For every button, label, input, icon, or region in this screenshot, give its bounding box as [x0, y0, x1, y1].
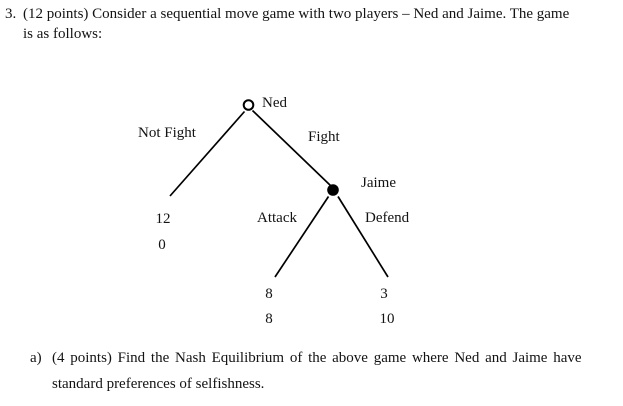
question-a-line2: standard preferences of selfishness. — [52, 376, 265, 392]
root-node-ned — [242, 99, 255, 111]
player-label-ned: Ned — [262, 95, 287, 111]
branch-label-attack: Attack — [257, 210, 297, 226]
question-a-marker: a) — [30, 350, 42, 366]
branch-label-defend: Defend — [365, 210, 410, 226]
branch-defend-line — [337, 196, 389, 278]
decision-node-jaime — [327, 184, 339, 196]
payoff-defend-jaime: 10 — [379, 311, 395, 327]
problem-number: 3. — [5, 6, 17, 22]
problem-text-line1: (12 points) Consider a sequential move g… — [23, 6, 570, 22]
payoff-attack-jaime: 8 — [265, 311, 273, 327]
player-label-jaime: Jaime — [361, 175, 396, 191]
question-a-line1: (4 points) Find the Nash Equilibrium of … — [52, 350, 582, 366]
payoff-attack-ned: 8 — [265, 286, 273, 302]
branch-not-fight-line — [169, 110, 246, 197]
payoff-defend-ned: 3 — [380, 286, 388, 302]
payoff-not-fight-ned: 12 — [155, 211, 171, 227]
problem-text-line2: is as follows: — [23, 26, 103, 42]
branch-fight-line — [251, 109, 333, 188]
branch-attack-line — [274, 196, 330, 278]
branch-label-not-fight: Not Fight — [138, 125, 196, 141]
payoff-not-fight-jaime: 0 — [158, 237, 166, 253]
branch-label-fight: Fight — [308, 129, 340, 145]
